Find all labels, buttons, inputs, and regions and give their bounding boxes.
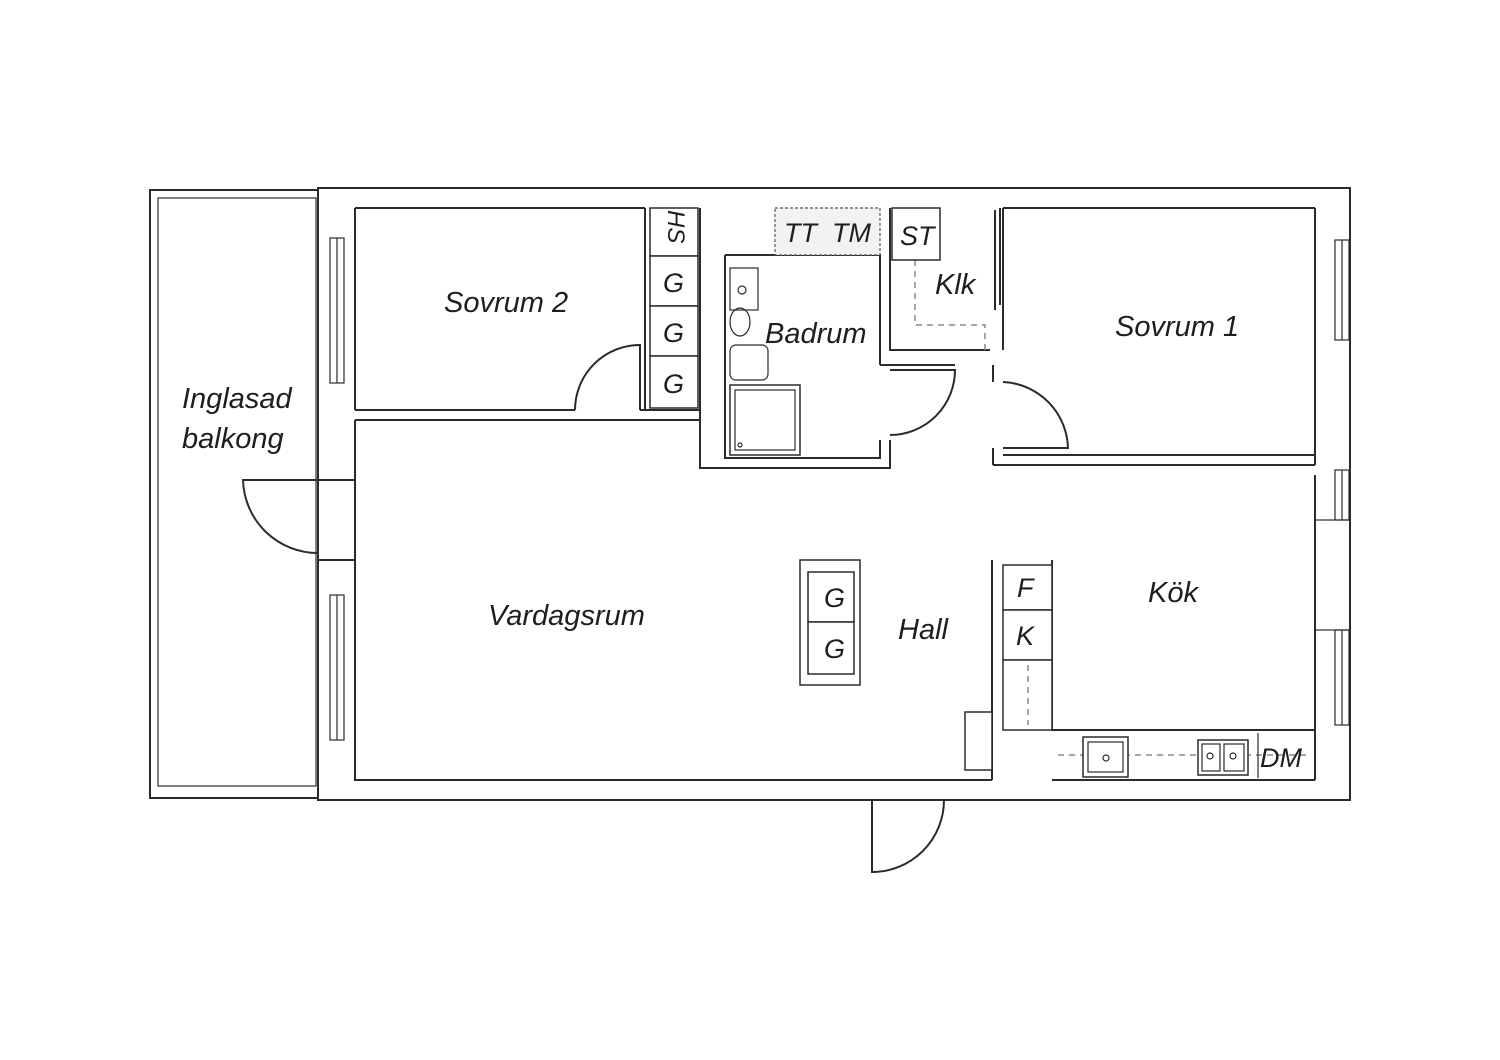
room-label-hall: Hall — [898, 614, 950, 646]
fixture-label-st: ST — [900, 221, 937, 251]
room-label-closet: Klk — [935, 269, 977, 301]
fixture-label-wardrobe: G — [663, 369, 684, 399]
fixture-label-tm: TM — [832, 218, 871, 248]
fixture-label-wardrobe: G — [663, 268, 684, 298]
windows — [329, 237, 1351, 741]
closet-dashed-outline — [914, 260, 986, 350]
room-label-bedroom1: Sovrum 1 — [1115, 311, 1239, 343]
room-label-balcony-1: Inglasad — [182, 383, 293, 415]
fixture-label-dishwasher: DM — [1260, 743, 1302, 773]
fixture-label-fridge: F — [1017, 573, 1035, 603]
fixture-label-wardrobe: G — [663, 318, 684, 348]
balcony — [149, 189, 319, 799]
fixture-label-wardrobe: G — [824, 634, 845, 664]
bathroom-fixtures — [729, 207, 881, 456]
doors — [241, 208, 1070, 874]
fixture-label-hs: HS — [662, 210, 689, 243]
room-label-living: Vardagsrum — [488, 600, 645, 632]
room-label-balcony-2: balkong — [182, 423, 284, 455]
outer-walls — [317, 187, 1351, 801]
fixture-label-tt: TT — [784, 218, 819, 248]
room-label-bathroom: Badrum — [765, 318, 867, 350]
fixture-label-freezer: K — [1016, 621, 1035, 651]
storage-boxes — [649, 207, 1053, 771]
fixture-label-wardrobe: G — [824, 583, 845, 613]
room-label-kitchen: Kök — [1148, 577, 1199, 609]
room-label-bedroom2: Sovrum 2 — [444, 287, 568, 319]
kitchen-counter — [1058, 733, 1310, 778]
